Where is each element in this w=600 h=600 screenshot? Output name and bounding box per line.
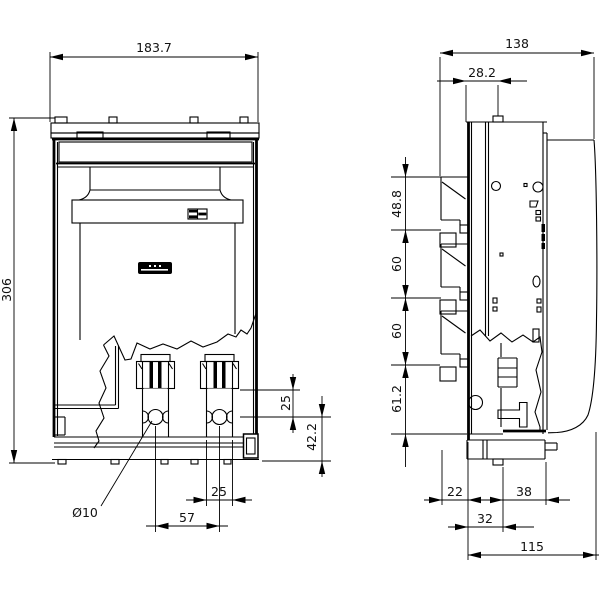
dim-front-hole-spacing: 57 — [179, 510, 195, 525]
dimensions-front: 183.7 306 25 42.2 Ø10 57 — [0, 40, 331, 532]
front-housing — [52, 139, 258, 437]
front-terminal-left — [135, 353, 176, 437]
side-terminal-shrouds — [439, 176, 469, 382]
dim-side-lower-section: 61.2 — [389, 385, 404, 413]
dim-front-hole-diameter: Ø10 — [72, 505, 98, 520]
side-body — [466, 115, 598, 440]
dim-side-base-depth: 115 — [520, 539, 544, 554]
dim-side-upper-section: 48.8 — [389, 190, 404, 218]
side-cover-profile — [547, 139, 598, 434]
dim-front-height: 306 — [0, 278, 14, 302]
dim-side-base-front-offset: 22 — [447, 484, 463, 499]
dim-front-hole-to-base: 42.2 — [304, 423, 319, 451]
dim-front-width: 183.7 — [136, 40, 172, 55]
front-rail-clamp-box — [242, 433, 259, 459]
side-mechanism — [467, 343, 528, 428]
side-view — [439, 115, 598, 466]
t-slot — [497, 401, 528, 428]
front-top-rail — [50, 122, 260, 141]
dim-front-terminal-width: 25 — [211, 484, 227, 499]
nameplate-badge — [138, 262, 172, 274]
mounting-hole-right — [211, 408, 228, 426]
side-base — [466, 429, 558, 466]
side-break-line — [470, 329, 543, 431]
front-break-line — [93, 311, 258, 449]
dimensions-side: 138 28.2 48.8 60 60 61.2 2 — [389, 36, 599, 560]
side-interior-details — [490, 180, 545, 343]
dim-side-base-rear-width: 38 — [516, 484, 532, 499]
mounting-hole-left — [147, 408, 164, 426]
dim-side-depth: 138 — [505, 36, 529, 51]
dim-side-top-offset: 28.2 — [468, 65, 496, 80]
front-view — [50, 116, 260, 465]
front-terminal-right — [199, 353, 240, 437]
dim-side-base-slot-width: 32 — [477, 511, 493, 526]
dim-front-clamp-to-hole: 25 — [278, 395, 293, 411]
dim-side-pole-pitch-1: 60 — [389, 256, 404, 272]
vent-grid-icon — [187, 208, 208, 220]
dim-side-pole-pitch-2: 60 — [389, 323, 404, 339]
